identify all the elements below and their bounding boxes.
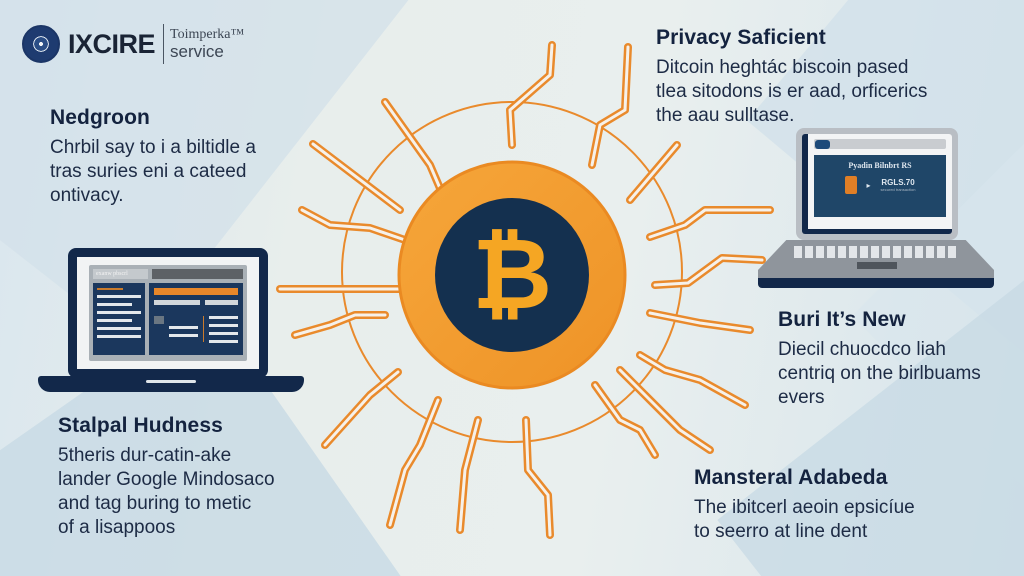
app-window-illustration: exanw pbscrl (89, 265, 247, 361)
amount-caption: secured transaction (880, 187, 916, 192)
block-line: lander Google Mindosaco (58, 469, 275, 490)
block-line: tlea sitodons is er aad, orficerics (656, 81, 928, 102)
amount-value: RGLS.70 (881, 178, 915, 187)
browser-address-bar (814, 139, 946, 149)
laptop-base (758, 278, 994, 288)
app-title: exanw pbscrl (93, 269, 148, 279)
block-line: to seerro at line dent (694, 521, 868, 542)
brand-logo: IXCIRE Toimperka™ service (22, 24, 244, 64)
info-block-top-right: Privacy Saficient Ditcoin heghtác biscoi… (656, 26, 927, 128)
globe-emblem-icon (22, 25, 60, 63)
block-title: Privacy Saficient (656, 26, 826, 49)
info-block-bottom-left: Stalpal Hudness 5theris dur-catin-ake la… (58, 414, 275, 540)
block-line: the aau sulltase. (656, 105, 795, 126)
arrow-icon: ▸ (866, 180, 871, 190)
bitcoin-icon: ₿ (472, 218, 552, 332)
block-title: Buri It’s New (778, 308, 906, 331)
trackpad (857, 262, 897, 269)
laptop-screen: exanw pbscrl (68, 248, 268, 378)
block-line: of a lisappoos (58, 517, 176, 538)
block-line: Ditcoin heghtác biscoin pased (656, 57, 909, 78)
brand-wordmark: IXCIRE (68, 28, 156, 59)
block-line: Diecil chuocdco liah (778, 339, 946, 360)
block-title: Nedgroon (50, 106, 150, 129)
laptop-base (38, 376, 304, 392)
block-title: Stalpal Hudness (58, 414, 223, 437)
brand-tagline: Toimperka™ service (170, 27, 245, 61)
block-line: ontivacy. (50, 185, 124, 206)
block-line: Chrbil say to i a biltidle a (50, 137, 256, 158)
laptop-right-illustration: Pyadin Bilnbrt RS ▸ RGLS.70 secured tran… (758, 128, 994, 290)
keyboard-keys (794, 246, 958, 258)
laptop-screen: Pyadin Bilnbrt RS ▸ RGLS.70 secured tran… (796, 128, 958, 240)
favicon-icon (815, 139, 830, 149)
block-line: 5theris dur-catin-ake (58, 445, 232, 466)
sidebar-panel (93, 283, 145, 355)
info-block-bottom-right: Mansteral Adabeda The ibitcerl aeoin eps… (694, 466, 915, 544)
block-line: evers (778, 387, 825, 408)
wallet-icon (844, 176, 857, 194)
info-block-mid-right: Buri It’s New Diecil chuocdco liah centr… (778, 308, 981, 410)
logo-divider (163, 24, 165, 64)
laptop-left-illustration: exanw pbscrl (38, 248, 304, 394)
block-line: The ibitcerl aeoin epsicíue (694, 497, 915, 518)
block-title: Mansteral Adabeda (694, 466, 888, 489)
block-line: and tag buring to metic (58, 493, 252, 514)
info-block-top-left: Nedgroon Chrbil say to i a biltidle a tr… (50, 106, 256, 208)
content-panel (149, 283, 243, 355)
block-line: tras suries eni a cateed (50, 161, 247, 182)
block-line: centriq on the birlbuams (778, 363, 981, 384)
panel-title: Pyadin Bilnbrt RS (848, 161, 912, 170)
bitcoin-coin: ₿ (435, 198, 589, 352)
payment-panel: Pyadin Bilnbrt RS ▸ RGLS.70 secured tran… (814, 155, 946, 217)
